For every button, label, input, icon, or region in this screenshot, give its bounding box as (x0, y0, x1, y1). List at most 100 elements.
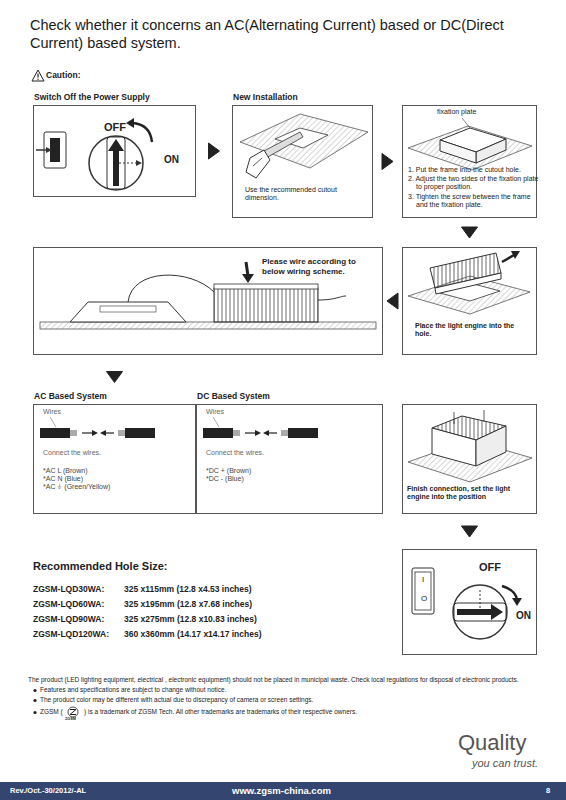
dimension: 325 x195mm (12.8 x7.68 inches) (124, 599, 252, 609)
light-engine-tilted (408, 251, 530, 314)
wire-color: *AC L (Brown) (43, 467, 87, 475)
footer-band (0, 782, 566, 800)
ac-wire-joint-part (118, 430, 125, 436)
ceiling-side-view-part (214, 284, 318, 289)
switch-state: ON (516, 610, 531, 622)
dimension: 360 x360mm (14.17 x14.17 inches) (124, 629, 262, 639)
ac-wire-joint-part (70, 430, 77, 436)
ceiling-side-view-part (40, 322, 376, 329)
step-panel: Please wire according to below wiring sc… (33, 247, 383, 355)
brand-slogan: Quality (458, 730, 526, 756)
wire-color: *AC ⏚ (Green/Yellow) (43, 483, 110, 491)
step-heading: AC Based System (34, 391, 107, 401)
switch-mark: I (422, 575, 424, 585)
wall-switch-part (46, 147, 52, 153)
part-name: fixation plate (437, 108, 476, 116)
ceiling-side-view-part (242, 274, 254, 283)
light-engine-installed-part (432, 428, 476, 466)
wire-label: Wires (43, 408, 61, 416)
zgsm-logo (68, 707, 78, 717)
wire-color: *DC - (Blue) (206, 475, 244, 483)
step-panel: Switch Off the Power SupplyOFFON (33, 105, 196, 197)
dc-wire-joint-part (213, 417, 219, 427)
rotary-dial-part (126, 118, 134, 128)
dc-wire-joint-part (233, 430, 240, 436)
light-engine-installed-part (454, 412, 455, 424)
dimension: 325 x115mm (12.8 x4.53 inches) (124, 584, 252, 594)
wire-label: Wires (206, 408, 224, 416)
caution-icon-part (37, 79, 38, 80)
frame-in-ceiling (408, 118, 532, 170)
caution-heading: Caution: (46, 70, 80, 80)
frame-in-ceiling-part (476, 139, 506, 163)
ac-wire-joint-part (100, 430, 106, 436)
step-heading: New Installation (233, 92, 298, 102)
switch-mark: O (421, 594, 427, 604)
step-panel: fixation plate1. Put the frame into the … (402, 105, 537, 218)
saw-part (262, 132, 303, 158)
revision: Rev./Oct.-30/2012/-AL (10, 786, 86, 795)
rotary-dial (89, 118, 152, 190)
rotary-dial-part (107, 137, 125, 189)
caution-icon (32, 70, 44, 81)
trademark-note: ZGSM ( (40, 708, 63, 716)
step-note: Place the light engine into the hole. (415, 322, 527, 339)
step-note: 2. Adjust the two sides of the fixation … (408, 175, 542, 192)
wall-switch-part (412, 568, 434, 614)
light-engine-installed-part (484, 410, 485, 422)
dc-wire-joint-part (203, 428, 233, 438)
page-number: 8 (546, 786, 550, 795)
caution-icon-part (32, 70, 44, 81)
ceiling-side-view-part (128, 275, 214, 302)
step-note: Connect the wires. (43, 449, 101, 457)
web-address: www.zgsm-china.com (232, 785, 331, 796)
dc-wire-joint-part (255, 430, 261, 436)
wall-switch (36, 132, 66, 168)
caution-icon-part (37, 74, 38, 78)
zgsm-logo-part (68, 707, 78, 717)
saw-part (253, 158, 262, 166)
ac-wire-joint-part (92, 430, 98, 436)
ceiling-side-view-part (100, 306, 156, 312)
bullet-dot (33, 711, 36, 714)
frame-in-ceiling-part (462, 118, 470, 128)
model-number: ZGSM-LQD120WA: (33, 629, 109, 639)
step-arrow (462, 526, 478, 537)
step-panel: Place the light engine into the hole. (402, 247, 537, 355)
switch-state: OFF (104, 121, 126, 134)
model-number: ZGSM-LQD60WA: (33, 599, 104, 609)
ceiling-side-view-part (318, 296, 346, 300)
switch-state: OFF (479, 561, 501, 574)
dc-wire-joint-part (281, 430, 288, 436)
zgsm-logo-part (70, 710, 76, 715)
wiring-panel: AC Based SystemWiresConnect the wires.*A… (33, 404, 196, 514)
step-panel: New InstallationUse the recommended cuto… (232, 105, 373, 218)
step-heading: DC Based System (197, 391, 270, 401)
rotary-dial-part (454, 603, 506, 621)
step-panel: OFF ON IO (402, 549, 537, 655)
light-engine-tilted-part (502, 255, 514, 262)
bullet-note: Features and specifications are subject … (40, 686, 540, 694)
step-arrow (107, 372, 123, 383)
disposal-note: The product (LED lighting equipment, ele… (28, 676, 548, 684)
rotary-dial-part (480, 588, 481, 608)
rotary-dial-part (453, 585, 507, 639)
light-engine-tilted-part (435, 273, 501, 294)
dc-wire-joint-part (288, 428, 318, 438)
wall-switch (412, 568, 434, 614)
step-arrow (462, 227, 478, 238)
frame-in-ceiling-part (408, 126, 532, 170)
step-panel: Finish connection, set the light engine … (402, 404, 537, 514)
wiring-panel: DC Based SystemWiresConnect the wires.*D… (196, 404, 383, 514)
rotary-dial-part (132, 123, 152, 142)
saw (246, 132, 303, 178)
step-note: 1. Put the frame into the cutout hole. (408, 166, 542, 174)
dimension: 325 x275mm (12.8 x10.83 inches) (124, 614, 257, 624)
wire-color: *AC N (Blue) (43, 475, 83, 483)
bullet-dot (33, 689, 36, 692)
step-note: Use the recommended cutout dimension. (245, 186, 355, 203)
step-arrow (382, 154, 393, 170)
rotary-dial-part (136, 160, 142, 166)
section-heading: Recommended Hole Size: (33, 560, 167, 573)
